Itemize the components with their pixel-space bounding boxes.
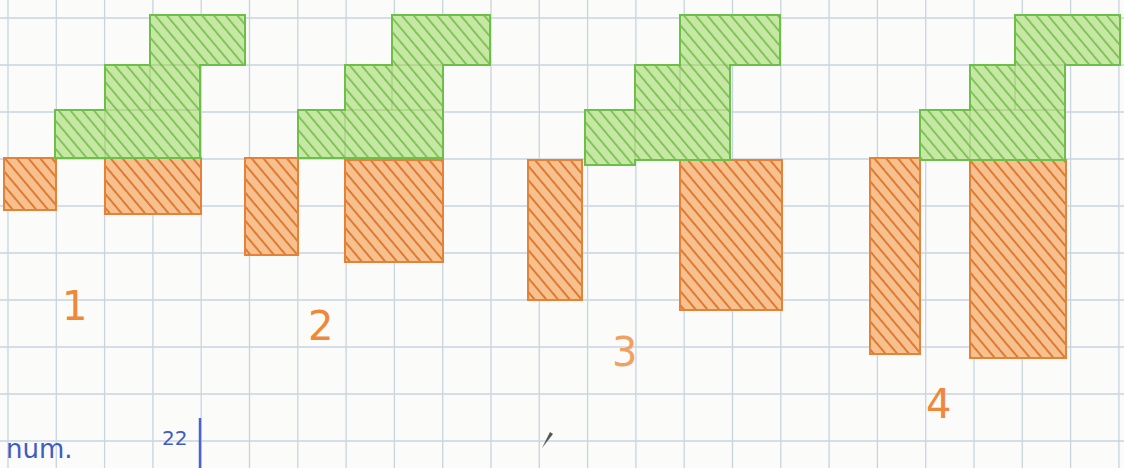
figure-number: 1 [62, 286, 87, 326]
figure-number: 2 [308, 306, 333, 346]
green-steps [55, 15, 1120, 165]
table-line [199, 418, 202, 468]
orange-squares [4, 158, 1066, 358]
figure-number: 4 [926, 384, 951, 424]
table-heading: num. [6, 436, 73, 462]
pencil-mark [542, 432, 553, 448]
figure-number: 3 [612, 332, 637, 372]
table-value: 22 [162, 428, 187, 448]
